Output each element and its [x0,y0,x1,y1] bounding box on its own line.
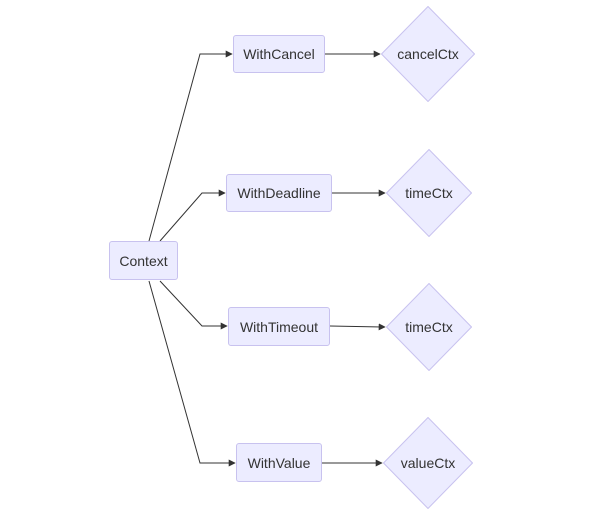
timectx-node-label-1: timeCtx [405,185,453,201]
edge-context-to-withcancel [148,50,233,242]
timectx-node-1[interactable]: timeCtx [386,149,472,237]
edge-context-to-withdeadline [159,189,226,242]
withtimeout-node[interactable]: WithTimeout [228,307,330,346]
context-node-label: Context [119,252,168,269]
withdeadline-node-label: WithDeadline [237,185,321,201]
valuectx-node[interactable]: valueCtx [383,417,473,509]
withtimeout-node-label: WithTimeout [239,318,319,335]
edge-withtimeout-to-timectx [329,323,386,331]
withvalue-node[interactable]: WithValue [236,443,322,482]
timectx-diamond-shape-2 [386,283,472,371]
timectx-node-2[interactable]: timeCtx [386,283,472,371]
cancelctx-diamond-shape [381,6,475,102]
withvalue-node-label: WithValue [247,454,311,471]
withdeadline-node[interactable]: WithDeadline [226,174,332,212]
timectx-diamond-shape-1 [386,149,472,237]
withcancel-node-label: WithCancel [243,46,315,62]
valuectx-diamond-shape [383,417,473,509]
cancelctx-node-label: cancelCtx [397,46,459,62]
edge-context-to-withvalue [148,280,236,467]
valuectx-node-label: valueCtx [400,455,456,471]
cancelctx-node[interactable]: cancelCtx [381,6,475,102]
withcancel-node[interactable]: WithCancel [233,35,325,73]
edge-context-to-withtimeout [159,280,228,330]
timectx-node-label-2: timeCtx [405,319,453,335]
context-node[interactable]: Context [109,241,178,280]
